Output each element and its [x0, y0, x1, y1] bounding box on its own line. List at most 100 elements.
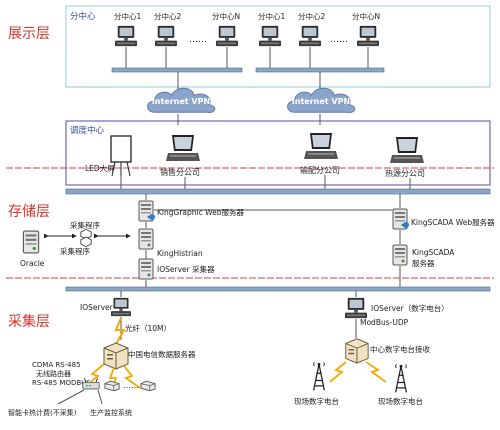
- device-icon: [140, 380, 156, 391]
- database-server-icon: [22, 230, 40, 254]
- fiber-label: 光纤（10M）: [125, 323, 171, 333]
- desktop-computer-icon: [111, 297, 131, 317]
- ioserver-collector-label: IOServer 采集器: [157, 264, 215, 274]
- telecom-data-server: 中国电信数据服务器: [103, 342, 196, 370]
- laptop-icon: [304, 133, 338, 159]
- collect-program-lower-label: 采集程序: [60, 246, 90, 256]
- ioserver-left: IOServer: [80, 297, 131, 317]
- sub-center-ellipsis-left: ……: [189, 35, 207, 45]
- radio-link-left: [329, 361, 347, 383]
- field-radio-right: 现场数字电台: [378, 363, 423, 406]
- kingscada-server: KingSCADA 服务器: [392, 244, 455, 268]
- sub-center-box: [65, 5, 491, 88]
- collect-program-upper-label: 采集程序: [70, 220, 100, 230]
- cdma-label-line2: 无线路由器: [36, 369, 71, 378]
- layer-title-storage: 存储层: [8, 204, 50, 220]
- connector: [97, 389, 103, 405]
- sub-center-title: 分中心: [70, 11, 96, 22]
- field-radio-left-label: 现场数字电台: [294, 396, 339, 406]
- kingscada-server-label-line2: 服务器: [412, 258, 435, 268]
- dispatch-laptop-distribution: 输配分公司: [300, 133, 340, 175]
- server-tower-icon: [138, 258, 154, 280]
- kinggraphic-server: KingGraphic Web服务器: [138, 200, 244, 222]
- pc-label: 分中心2: [154, 11, 181, 21]
- sub-center-pc-5: 分中心2: [298, 11, 325, 69]
- radio-link-right: [365, 361, 387, 383]
- sub-center-bus-right: [255, 67, 385, 73]
- sub-center-pc-1: 分中心1: [114, 11, 141, 69]
- oracle-label: Oracle: [20, 259, 45, 268]
- connector: [57, 389, 85, 405]
- layer-title-collection: 采集层: [8, 313, 50, 330]
- kingscada-web-server: KingSCADA Web服务器: [392, 208, 495, 230]
- sub-center-pc-4: 分中心1: [258, 11, 285, 69]
- pc-label: 分中心N: [352, 11, 380, 21]
- laptop-label: 热源分公司: [385, 168, 425, 178]
- network-hub-icon: [80, 228, 92, 248]
- wireless-link-3: [123, 365, 141, 389]
- field-radio-right-label: 现场数字电台: [378, 396, 423, 406]
- cdma-label-line3: RS-485 MODBUS: [32, 379, 91, 387]
- sub-center-ellipsis-right: ……: [330, 35, 348, 45]
- ioserver-collector: IOServer 采集器: [138, 258, 215, 280]
- laptop-label: 输配分公司: [300, 165, 340, 175]
- vpn-cloud-right: Internet VPN: [287, 87, 356, 114]
- kinghistrian-server: KingHistrian: [138, 228, 203, 258]
- database-server-icon: [345, 338, 369, 364]
- smart-meter-label: 智能卡热计费(不采集): [8, 408, 77, 417]
- dispatch-laptop-heat-source: 热源分公司: [385, 137, 425, 178]
- ioserver-radio: IOServer（数字电台）: [345, 297, 449, 319]
- sub-center-pc-2: 分中心2: [154, 11, 181, 69]
- kinghistrian-label: KingHistrian: [157, 249, 203, 258]
- router-icon: [82, 378, 100, 390]
- kinggraphic-label: KingGraphic Web服务器: [157, 207, 244, 217]
- vpn-cloud-left: Internet VPN: [147, 87, 216, 114]
- sub-center-pc-6: 分中心N: [352, 11, 380, 69]
- cdma-label-line1: CDMA RS-485: [32, 361, 81, 369]
- led-screen-label: LED大屏: [85, 163, 115, 173]
- oracle-server: Oracle: [20, 230, 45, 268]
- desktop-computer-icon: [299, 25, 321, 47]
- ioserver-radio-label: IOServer（数字电台）: [371, 303, 449, 313]
- database-server-icon: [103, 342, 129, 370]
- desktop-computer-icon: [115, 25, 137, 47]
- laptop-icon: [390, 137, 424, 163]
- layer-title-display: 展示层: [8, 26, 50, 42]
- desktop-computer-icon: [345, 297, 367, 319]
- desktop-computer-icon: [216, 25, 238, 47]
- pc-label: 分中心1: [258, 11, 285, 21]
- dispatch-laptop-sales: 销售分公司: [160, 135, 200, 177]
- telecom-label: 中国电信数据服务器: [128, 349, 196, 359]
- desktop-computer-icon: [155, 25, 177, 47]
- led-screen-icon: [110, 135, 132, 177]
- vpn-label: Internet VPN: [152, 97, 210, 106]
- dispatch-center-box: [65, 120, 491, 186]
- device-icon: [104, 380, 120, 391]
- desktop-computer-icon: [357, 25, 379, 47]
- fiber-bolt: [114, 317, 126, 345]
- production-monitor-label: 生产监控系统: [90, 408, 132, 417]
- radio-center-label: 中心数字电台接收: [370, 344, 430, 354]
- desktop-computer-icon: [259, 25, 281, 47]
- laptop-label: 销售分公司: [160, 167, 200, 177]
- collection-bus: [65, 286, 491, 292]
- server-tower-icon: [138, 228, 154, 250]
- led-screen: LED大屏: [85, 135, 132, 177]
- field-radio-left: 现场数字电台: [294, 361, 339, 406]
- pc-label: 分中心2: [298, 11, 325, 21]
- storage-bus: [65, 188, 491, 195]
- pc-label: 分中心N: [212, 11, 240, 21]
- server-tower-icon: [392, 244, 408, 266]
- kingscada-web-label: KingSCADA Web服务器: [411, 217, 495, 227]
- laptop-icon: [166, 135, 200, 161]
- radio-tower-icon: [312, 361, 326, 392]
- sub-center-bus-left: [111, 67, 243, 73]
- sub-center-pc-3: 分中心N: [212, 11, 240, 69]
- modbus-udp-label: ModBus-UDP: [360, 318, 409, 327]
- globe-icon: [149, 214, 155, 220]
- devices-ellipsis: ……: [123, 381, 139, 390]
- radio-tower-icon: [394, 363, 408, 394]
- radio-center-receiver: 中心数字电台接收: [345, 338, 430, 364]
